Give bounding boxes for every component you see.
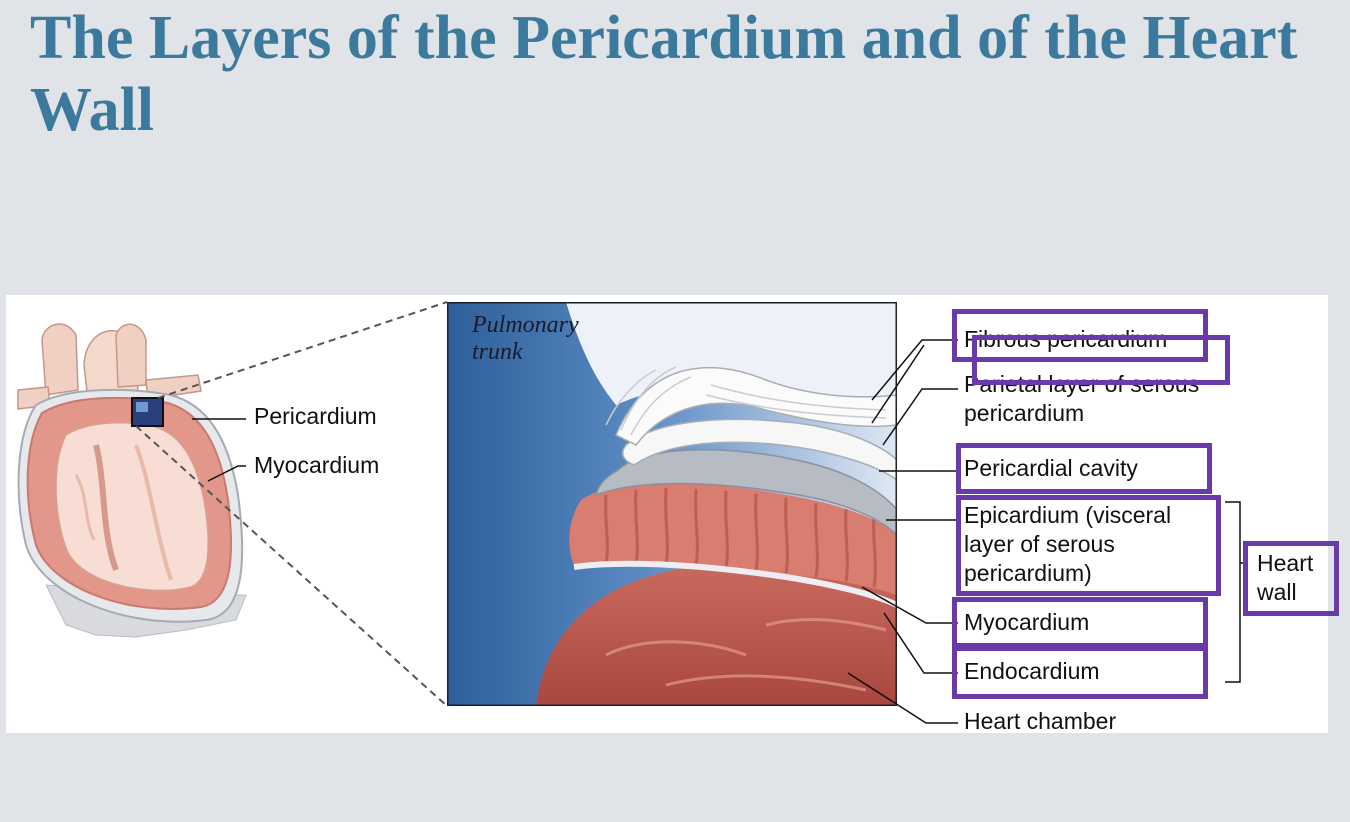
zoom-line-top: [157, 301, 448, 399]
label-pericardial-cavity: Pericardial cavity: [964, 455, 1138, 481]
label-epicardium: Epicardium (visceral layer of serous per…: [964, 502, 1172, 586]
slide-title: The Layers of the Pericardium and of the…: [30, 4, 1298, 144]
label-myocardium: Myocardium: [964, 609, 1090, 635]
highlight-box-endocardium: [952, 646, 1208, 699]
zoom-line-bottom: [135, 425, 448, 707]
detail-cross-section: [447, 302, 897, 706]
highlight-box-epicardium: [956, 495, 1221, 596]
highlight-box-parietal: [972, 335, 1230, 385]
figure-graphics: [17, 301, 1246, 724]
label-myocardium-small: Myocardium: [254, 452, 380, 478]
highlight-box-myocardium: [952, 597, 1208, 648]
pericardium-figure: Pericardium Myocardium Pulmonary trunk F…: [6, 295, 1339, 734]
label-pericardium: Pericardium: [254, 403, 377, 429]
small-heart-illustration: [17, 323, 247, 638]
label-heart-chamber: Heart chamber: [964, 708, 1117, 734]
leader-myocardium-small: [207, 465, 246, 482]
label-pulmonary-trunk: Pulmonary trunk: [472, 312, 579, 365]
label-heart-wall: Heart wall: [1257, 550, 1314, 605]
label-endocardium: Endocardium: [964, 658, 1100, 684]
detail-leader-lines: [847, 339, 1246, 724]
highlight-box-heart-wall: [1243, 541, 1339, 616]
highlight-box-pericardial-cavity: [956, 443, 1212, 494]
